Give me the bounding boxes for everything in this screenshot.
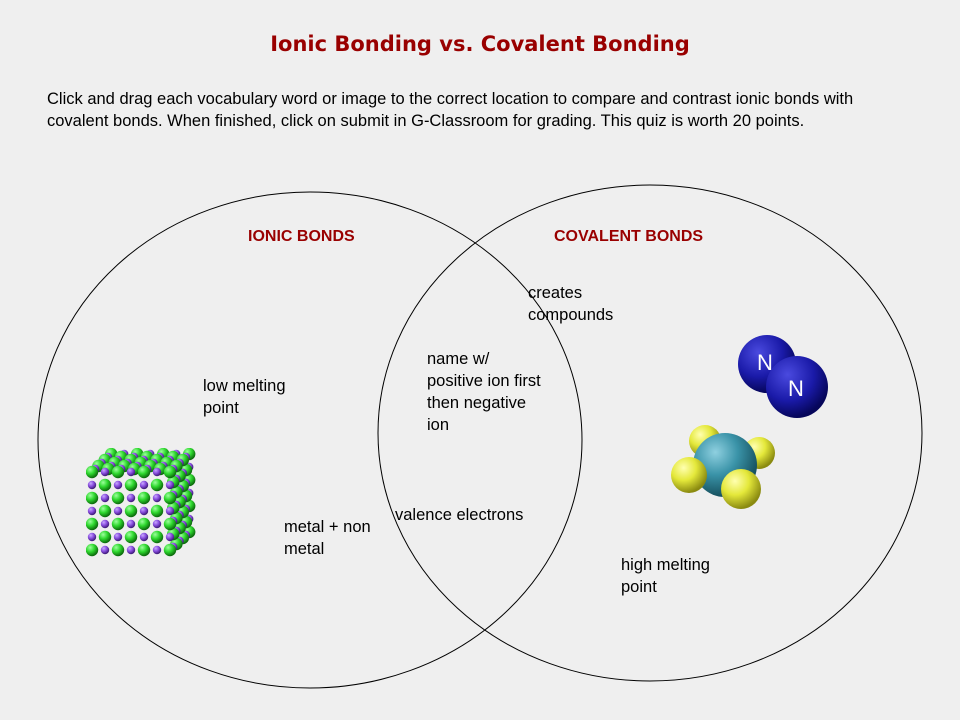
atom-label: N (757, 350, 773, 375)
card-line: creates (528, 284, 583, 302)
card-line: metal (284, 540, 325, 558)
sodium-ion (100, 467, 110, 477)
chloride-ion (137, 491, 151, 505)
sodium-ion (100, 545, 110, 555)
chloride-ion (150, 504, 164, 518)
chloride-ion (163, 517, 177, 531)
ionic-lattice-graphic (85, 447, 196, 557)
sf4-molecule-graphic (671, 425, 775, 509)
card-line: high melting (621, 556, 710, 574)
chloride-ion (124, 504, 138, 518)
chloride-ion (137, 465, 151, 479)
ionic-bonds-heading: IONIC BONDS (248, 228, 355, 245)
card-line: then negative (427, 394, 527, 412)
chloride-ion (111, 491, 125, 505)
chloride-ion (85, 543, 99, 557)
chloride-ion (85, 491, 99, 505)
sodium-ion (126, 467, 136, 477)
card-high-melting-point[interactable]: high melting point (621, 554, 710, 598)
sodium-ion (139, 480, 149, 490)
sodium-ion (87, 480, 97, 490)
sodium-ion (165, 480, 175, 490)
sodium-ion (113, 506, 123, 516)
chloride-ion (98, 504, 112, 518)
ionic-circle (37, 191, 583, 689)
sodium-ion (152, 493, 162, 503)
card-metal-nonmetal[interactable]: metal + non metal (284, 516, 371, 560)
sodium-ion (113, 532, 123, 542)
card-line: point (203, 399, 239, 417)
chloride-ion (163, 543, 177, 557)
sodium-ion (139, 532, 149, 542)
sodium-ion (126, 519, 136, 529)
sodium-ion (152, 545, 162, 555)
chloride-ion (111, 517, 125, 531)
sodium-ion (152, 519, 162, 529)
page-title: Ionic Bonding vs. Covalent Bonding (270, 32, 690, 56)
chloride-ion (124, 530, 138, 544)
card-creates-compounds[interactable]: creates compounds (528, 282, 613, 326)
card-line: point (621, 578, 657, 596)
sodium-ion (165, 532, 175, 542)
chloride-ion (124, 478, 138, 492)
chloride-ion (150, 530, 164, 544)
card-naming-rule[interactable]: name w/ positive ion first then negative… (427, 348, 541, 436)
ionic-lattice-icon[interactable] (85, 447, 206, 563)
chloride-ion (111, 465, 125, 479)
chloride-ion (137, 543, 151, 557)
sodium-ion (100, 519, 110, 529)
instructions-text: Click and drag each vocabulary word or i… (47, 90, 854, 130)
card-low-melting-point[interactable]: low melting point (203, 375, 286, 419)
chloride-ion (98, 530, 112, 544)
chloride-ion (85, 517, 99, 531)
chloride-ion (163, 491, 177, 505)
covalent-bonds-heading: COVALENT BONDS (554, 228, 704, 245)
sodium-ion (152, 467, 162, 477)
chloride-ion (111, 543, 125, 557)
sodium-ion (113, 480, 123, 490)
covalent-circle (377, 184, 923, 682)
chloride-ion (98, 478, 112, 492)
card-line: metal + non (284, 518, 371, 536)
card-line: ion (427, 416, 450, 434)
sodium-ion (126, 545, 136, 555)
chloride-ion (163, 465, 177, 479)
sodium-ion (126, 493, 136, 503)
chloride-ion (85, 465, 99, 479)
chloride-ion (150, 478, 164, 492)
chloride-ion (137, 517, 151, 531)
sodium-ion (87, 506, 97, 516)
sodium-ion (100, 493, 110, 503)
atom-label: N (788, 376, 804, 401)
sf4-molecule-icon[interactable] (668, 420, 783, 515)
card-line: low melting (203, 377, 286, 395)
card-line: compounds (528, 306, 614, 324)
sodium-ion (139, 506, 149, 516)
sodium-ion (87, 532, 97, 542)
card-line: positive ion first (427, 372, 541, 390)
nitrogen-molecule-icon[interactable]: N N (735, 330, 835, 420)
card-valence-electrons[interactable]: valence electrons (395, 506, 524, 524)
sodium-ion (165, 506, 175, 516)
nitrogen-molecule-graphic (738, 335, 828, 418)
card-line: name w/ (427, 350, 490, 368)
